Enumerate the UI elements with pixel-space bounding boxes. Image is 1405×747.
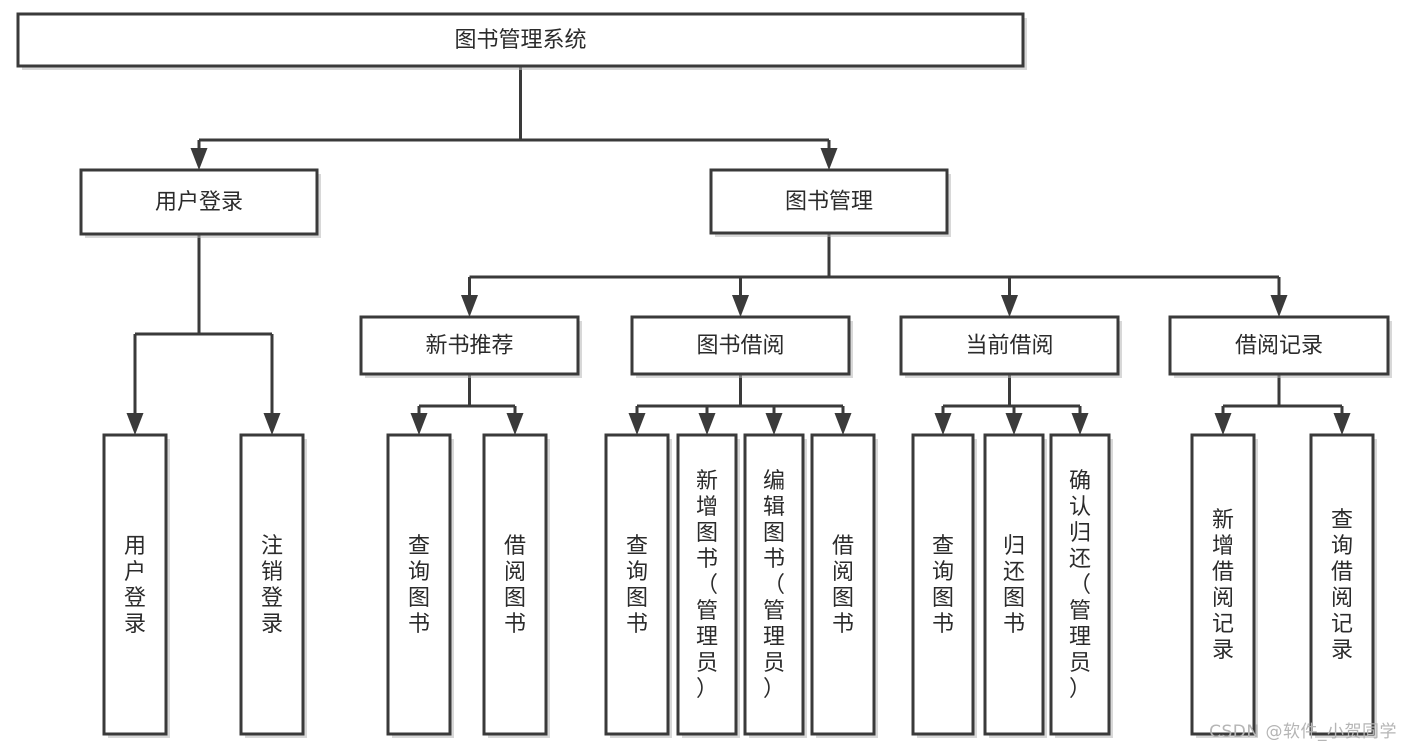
node-box[interactable] [911,433,975,736]
arrow-head-icon [628,413,646,435]
node-box[interactable] [79,168,319,236]
node-label: 注销登录 [261,534,283,637]
node-box[interactable] [709,168,949,235]
node-box[interactable] [743,433,805,736]
node-box[interactable] [604,433,670,736]
node-new-book-recommend[interactable]: 新书推荐新书推荐 [359,315,582,378]
node-leaf-borrow-book-1[interactable]: 借阅图书借阅图书 [482,433,550,738]
arrow-head-icon [934,413,952,435]
node-label: 图书管理 [785,190,873,215]
arrow-head-icon [698,413,716,435]
watermark-text: CSDN @软件_小贺同学 [1209,722,1397,742]
edge-group-borrow-record [1214,374,1351,435]
node-box[interactable] [983,433,1045,736]
node-leaf-borrow-book-2[interactable]: 借阅图书借阅图书 [810,433,878,738]
node-box[interactable] [630,315,851,376]
node-label: 借阅图书 [832,534,854,637]
node-box[interactable] [1309,433,1375,736]
node-box[interactable] [102,433,168,736]
arrow-head-icon [1270,295,1288,317]
node-box[interactable] [810,433,876,736]
node-box[interactable] [239,433,305,736]
node-label: 确认归还（管理员） [1069,469,1091,702]
node-leaf-edit-book-admin[interactable]: 编辑图书（管理员）编辑图书（管理员） [743,433,807,738]
edge-group-current-borrow [934,374,1089,435]
node-leaf-query-borrow-record[interactable]: 查询借阅记录查询借阅记录 [1309,433,1377,738]
node-leaf-return-book[interactable]: 归还图书归还图书 [983,433,1047,738]
node-label: 图书管理系统 [454,28,586,53]
node-book-manage[interactable]: 图书管理图书管理 [709,168,951,237]
node-leaf-query-book-2[interactable]: 查询图书查询图书 [604,433,672,738]
node-label: 图书借阅 [696,334,784,359]
nodes-layer: 图书管理系统图书管理系统用户登录用户登录图书管理图书管理新书推荐新书推荐图书借阅… [16,12,1392,738]
arrow-head-icon [190,148,208,170]
node-label: 用户登录 [155,190,243,215]
arrow-head-icon [1214,413,1232,435]
node-leaf-logout-login[interactable]: 注销登录注销登录 [239,433,307,738]
arrow-head-icon [820,148,838,170]
arrow-head-icon [765,413,783,435]
node-root[interactable]: 图书管理系统图书管理系统 [16,12,1027,70]
arrow-head-icon [1333,413,1351,435]
node-leaf-query-book-1[interactable]: 查询图书查询图书 [386,433,454,738]
node-leaf-user-login[interactable]: 用户登录用户登录 [102,433,170,738]
node-box[interactable] [1049,433,1111,736]
edge-group-user-login [126,234,281,435]
node-box[interactable] [482,433,548,736]
arrow-head-icon [126,413,144,435]
arrow-head-icon [732,295,749,317]
node-book-borrow[interactable]: 图书借阅图书借阅 [630,315,853,378]
arrow-head-icon [834,413,852,435]
node-label: 新增借阅记录 [1212,508,1234,663]
node-box[interactable] [899,315,1120,376]
node-box[interactable] [359,315,580,376]
edge-group-book-borrow [628,374,852,435]
node-label: 查询图书 [408,534,430,637]
node-label: 借阅记录 [1235,334,1323,359]
node-label: 借阅图书 [504,534,526,637]
node-label: 查询借阅记录 [1331,508,1353,663]
node-user-login[interactable]: 用户登录用户登录 [79,168,321,238]
arrow-head-icon [506,413,524,435]
node-label: 查询图书 [932,534,954,637]
arrow-head-icon [263,413,281,435]
edge-group-new-book-recommend [410,374,524,435]
node-box[interactable] [386,433,452,736]
node-label: 编辑图书（管理员） [763,469,785,702]
node-label: 新书推荐 [425,334,513,359]
arrow-head-icon [1071,413,1089,435]
node-leaf-add-borrow-record[interactable]: 新增借阅记录新增借阅记录 [1190,433,1258,738]
node-box[interactable] [1190,433,1256,736]
node-label: 新增图书（管理员） [696,469,718,702]
node-label: 用户登录 [124,534,146,637]
arrow-head-icon [461,295,478,317]
node-box[interactable] [1168,315,1390,376]
arrow-head-icon [1001,295,1018,317]
node-leaf-query-book-3[interactable]: 查询图书查询图书 [911,433,977,738]
node-leaf-add-book-admin[interactable]: 新增图书（管理员）新增图书（管理员） [676,433,740,738]
arrow-head-icon [1005,413,1023,435]
node-label: 当前借阅 [965,334,1053,359]
node-box[interactable] [676,433,738,736]
node-label: 查询图书 [626,534,648,637]
node-box[interactable] [16,12,1025,68]
arrow-head-icon [410,413,428,435]
node-borrow-record[interactable]: 借阅记录借阅记录 [1168,315,1392,378]
edge-group-book-manage [461,233,1288,317]
node-current-borrow[interactable]: 当前借阅当前借阅 [899,315,1122,378]
node-leaf-confirm-return-admin[interactable]: 确认归还（管理员）确认归还（管理员） [1049,433,1113,738]
node-label: 归还图书 [1003,534,1025,637]
edges-layer [126,66,1351,435]
edge-group-root [190,66,838,170]
